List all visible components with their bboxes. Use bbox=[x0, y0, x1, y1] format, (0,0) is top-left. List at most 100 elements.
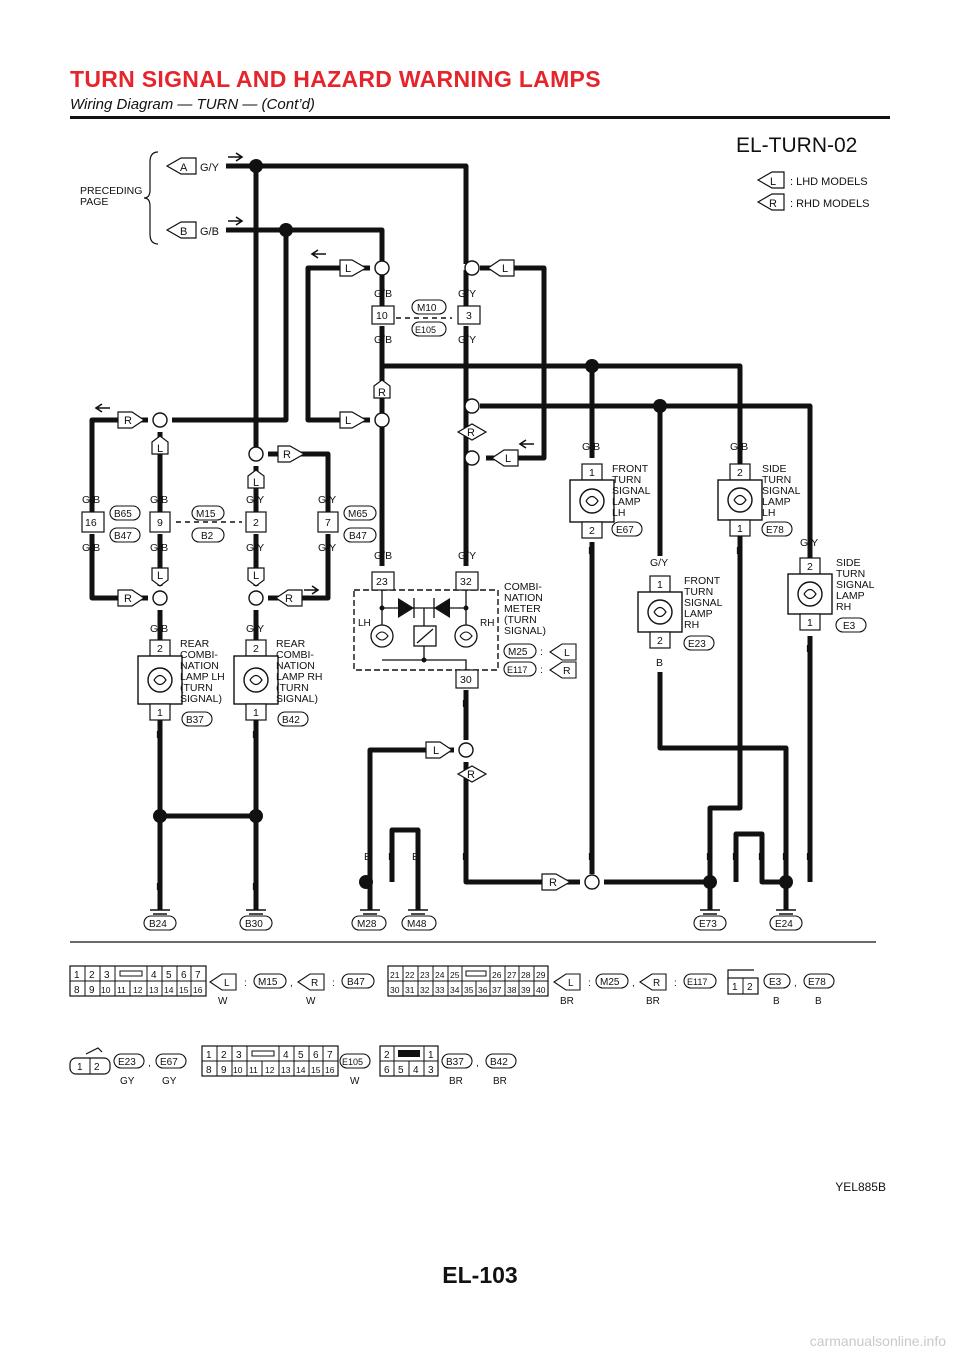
svg-text:B: B bbox=[732, 851, 739, 863]
entry-a: A G/Y bbox=[165, 152, 243, 175]
svg-text:B: B bbox=[736, 545, 743, 557]
svg-text:E117: E117 bbox=[687, 977, 707, 987]
side-turn-lamp-lh: 2 1 SIDE TURN SIGNAL LAMP LH E78 bbox=[717, 463, 801, 537]
svg-text:W: W bbox=[218, 996, 228, 1007]
svg-text:1: 1 bbox=[74, 970, 80, 981]
tag-l-top-left: L bbox=[339, 259, 368, 277]
tag-r-m65-bottom: R bbox=[274, 589, 303, 607]
svg-text:1: 1 bbox=[737, 523, 743, 535]
svg-text:5: 5 bbox=[166, 970, 172, 981]
svg-text:15: 15 bbox=[179, 985, 189, 995]
svg-text:31: 31 bbox=[405, 985, 415, 995]
svg-text:SIGNAL: SIGNAL bbox=[836, 579, 875, 591]
svg-text:2: 2 bbox=[737, 467, 743, 479]
svg-text:G/Y: G/Y bbox=[458, 334, 476, 346]
svg-text:(TURN: (TURN bbox=[504, 614, 537, 626]
svg-text:16: 16 bbox=[193, 985, 203, 995]
front-turn-lamp-rh: 1 2 FRONT TURN SIGNAL LAMP RH E23 bbox=[637, 575, 723, 651]
svg-text:B37: B37 bbox=[446, 1057, 464, 1068]
svg-text:2: 2 bbox=[89, 970, 95, 981]
svg-text:B: B bbox=[758, 851, 765, 863]
combination-meter: 23 32 30 LH RH COMBI- NATION METER (TURN… bbox=[353, 571, 577, 689]
svg-text:R: R bbox=[549, 877, 557, 889]
svg-text:G/Y: G/Y bbox=[200, 162, 220, 174]
svg-text:METER: METER bbox=[504, 603, 541, 615]
svg-text:G/B: G/B bbox=[150, 623, 168, 635]
svg-text:G/Y: G/Y bbox=[246, 542, 264, 554]
svg-text:6: 6 bbox=[384, 1065, 390, 1076]
header-rule bbox=[70, 116, 890, 119]
svg-text:SIGNAL): SIGNAL) bbox=[180, 693, 222, 705]
svg-text:5: 5 bbox=[298, 1050, 304, 1061]
svg-text:1: 1 bbox=[657, 579, 663, 591]
svg-text:2: 2 bbox=[747, 982, 753, 993]
svg-text:14: 14 bbox=[296, 1065, 306, 1075]
svg-text:M65: M65 bbox=[348, 509, 368, 520]
svg-text:E78: E78 bbox=[766, 525, 784, 536]
svg-text:G/B: G/B bbox=[374, 288, 392, 300]
svg-text:G/Y: G/Y bbox=[458, 288, 476, 300]
ground-m28: M28 bbox=[351, 909, 387, 931]
svg-text:34: 34 bbox=[450, 985, 460, 995]
legend-rhd: R : RHD MODELS bbox=[756, 193, 869, 211]
svg-text:L: L bbox=[433, 745, 439, 757]
svg-text:BR: BR bbox=[449, 1076, 463, 1087]
svg-text:12: 12 bbox=[265, 1065, 275, 1075]
svg-text:COMBI-: COMBI- bbox=[504, 581, 542, 593]
tag-r-left-top: R bbox=[117, 411, 146, 429]
svg-text:(TURN: (TURN bbox=[276, 682, 309, 694]
svg-text:E3: E3 bbox=[843, 621, 856, 632]
svg-text:B: B bbox=[252, 729, 259, 741]
svg-text:E73: E73 bbox=[699, 919, 717, 930]
svg-text:BR: BR bbox=[646, 996, 660, 1007]
tag-l-mid: L bbox=[339, 411, 368, 429]
svg-text:LAMP: LAMP bbox=[836, 590, 865, 602]
svg-text:4: 4 bbox=[151, 970, 157, 981]
svg-text:,: , bbox=[148, 1058, 151, 1069]
svg-text:B: B bbox=[706, 851, 713, 863]
svg-text:1: 1 bbox=[732, 982, 738, 993]
tag-l-9-bottom: L bbox=[151, 567, 169, 587]
svg-text:LAMP: LAMP bbox=[684, 608, 713, 620]
svg-text:LAMP: LAMP bbox=[612, 496, 641, 508]
svg-text:M25: M25 bbox=[508, 647, 528, 658]
svg-text:2: 2 bbox=[384, 1050, 390, 1061]
watermark: carmanualsonline.info bbox=[809, 1333, 946, 1349]
svg-text:SIGNAL: SIGNAL bbox=[762, 485, 801, 497]
svg-text:G/B: G/B bbox=[150, 494, 168, 506]
legend-lhd: L : LHD MODELS bbox=[756, 171, 868, 189]
tag-r-upper: R bbox=[373, 379, 391, 399]
rear-combi-lamp-rh: 2 1 REAR COMBI- NATION LAMP RH (TURN SIG… bbox=[233, 638, 323, 727]
svg-text:E24: E24 bbox=[775, 919, 793, 930]
tag-r-left-bottom: R bbox=[117, 589, 146, 607]
svg-text:G/B: G/B bbox=[374, 550, 392, 562]
svg-text:NATION: NATION bbox=[180, 660, 219, 672]
svg-text:SIGNAL): SIGNAL) bbox=[276, 693, 318, 705]
svg-text:: RHD MODELS: : RHD MODELS bbox=[790, 198, 869, 210]
svg-text:L: L bbox=[224, 978, 230, 989]
svg-text:,: , bbox=[794, 978, 797, 989]
svg-text:B: B bbox=[388, 851, 395, 863]
svg-text:3: 3 bbox=[428, 1065, 434, 1076]
svg-text:B: B bbox=[156, 729, 163, 741]
svg-text:: LHD MODELS: : LHD MODELS bbox=[790, 176, 868, 188]
svg-text:B65: B65 bbox=[114, 509, 132, 520]
svg-text:10: 10 bbox=[233, 1065, 243, 1075]
svg-text::: : bbox=[540, 664, 543, 676]
svg-text:B47: B47 bbox=[347, 977, 365, 988]
page-title: TURN SIGNAL AND HAZARD WARNING LAMPS bbox=[70, 66, 601, 92]
svg-text:13: 13 bbox=[149, 985, 159, 995]
svg-text:B42: B42 bbox=[490, 1057, 508, 1068]
svg-text:LH: LH bbox=[612, 507, 625, 519]
svg-text:G/Y: G/Y bbox=[650, 557, 668, 569]
svg-text:R: R bbox=[285, 593, 293, 605]
svg-text:R: R bbox=[283, 449, 291, 461]
svg-text:11: 11 bbox=[249, 1065, 258, 1075]
connector-names: M10 E105 B65 B47 M15 B2 M65 B47 bbox=[109, 299, 447, 543]
svg-text:B24: B24 bbox=[149, 919, 167, 930]
svg-text:27: 27 bbox=[507, 970, 517, 980]
svg-text:W: W bbox=[306, 996, 316, 1007]
svg-text:GY: GY bbox=[120, 1076, 135, 1087]
svg-text::: : bbox=[332, 978, 335, 989]
svg-text:7: 7 bbox=[327, 1050, 333, 1061]
